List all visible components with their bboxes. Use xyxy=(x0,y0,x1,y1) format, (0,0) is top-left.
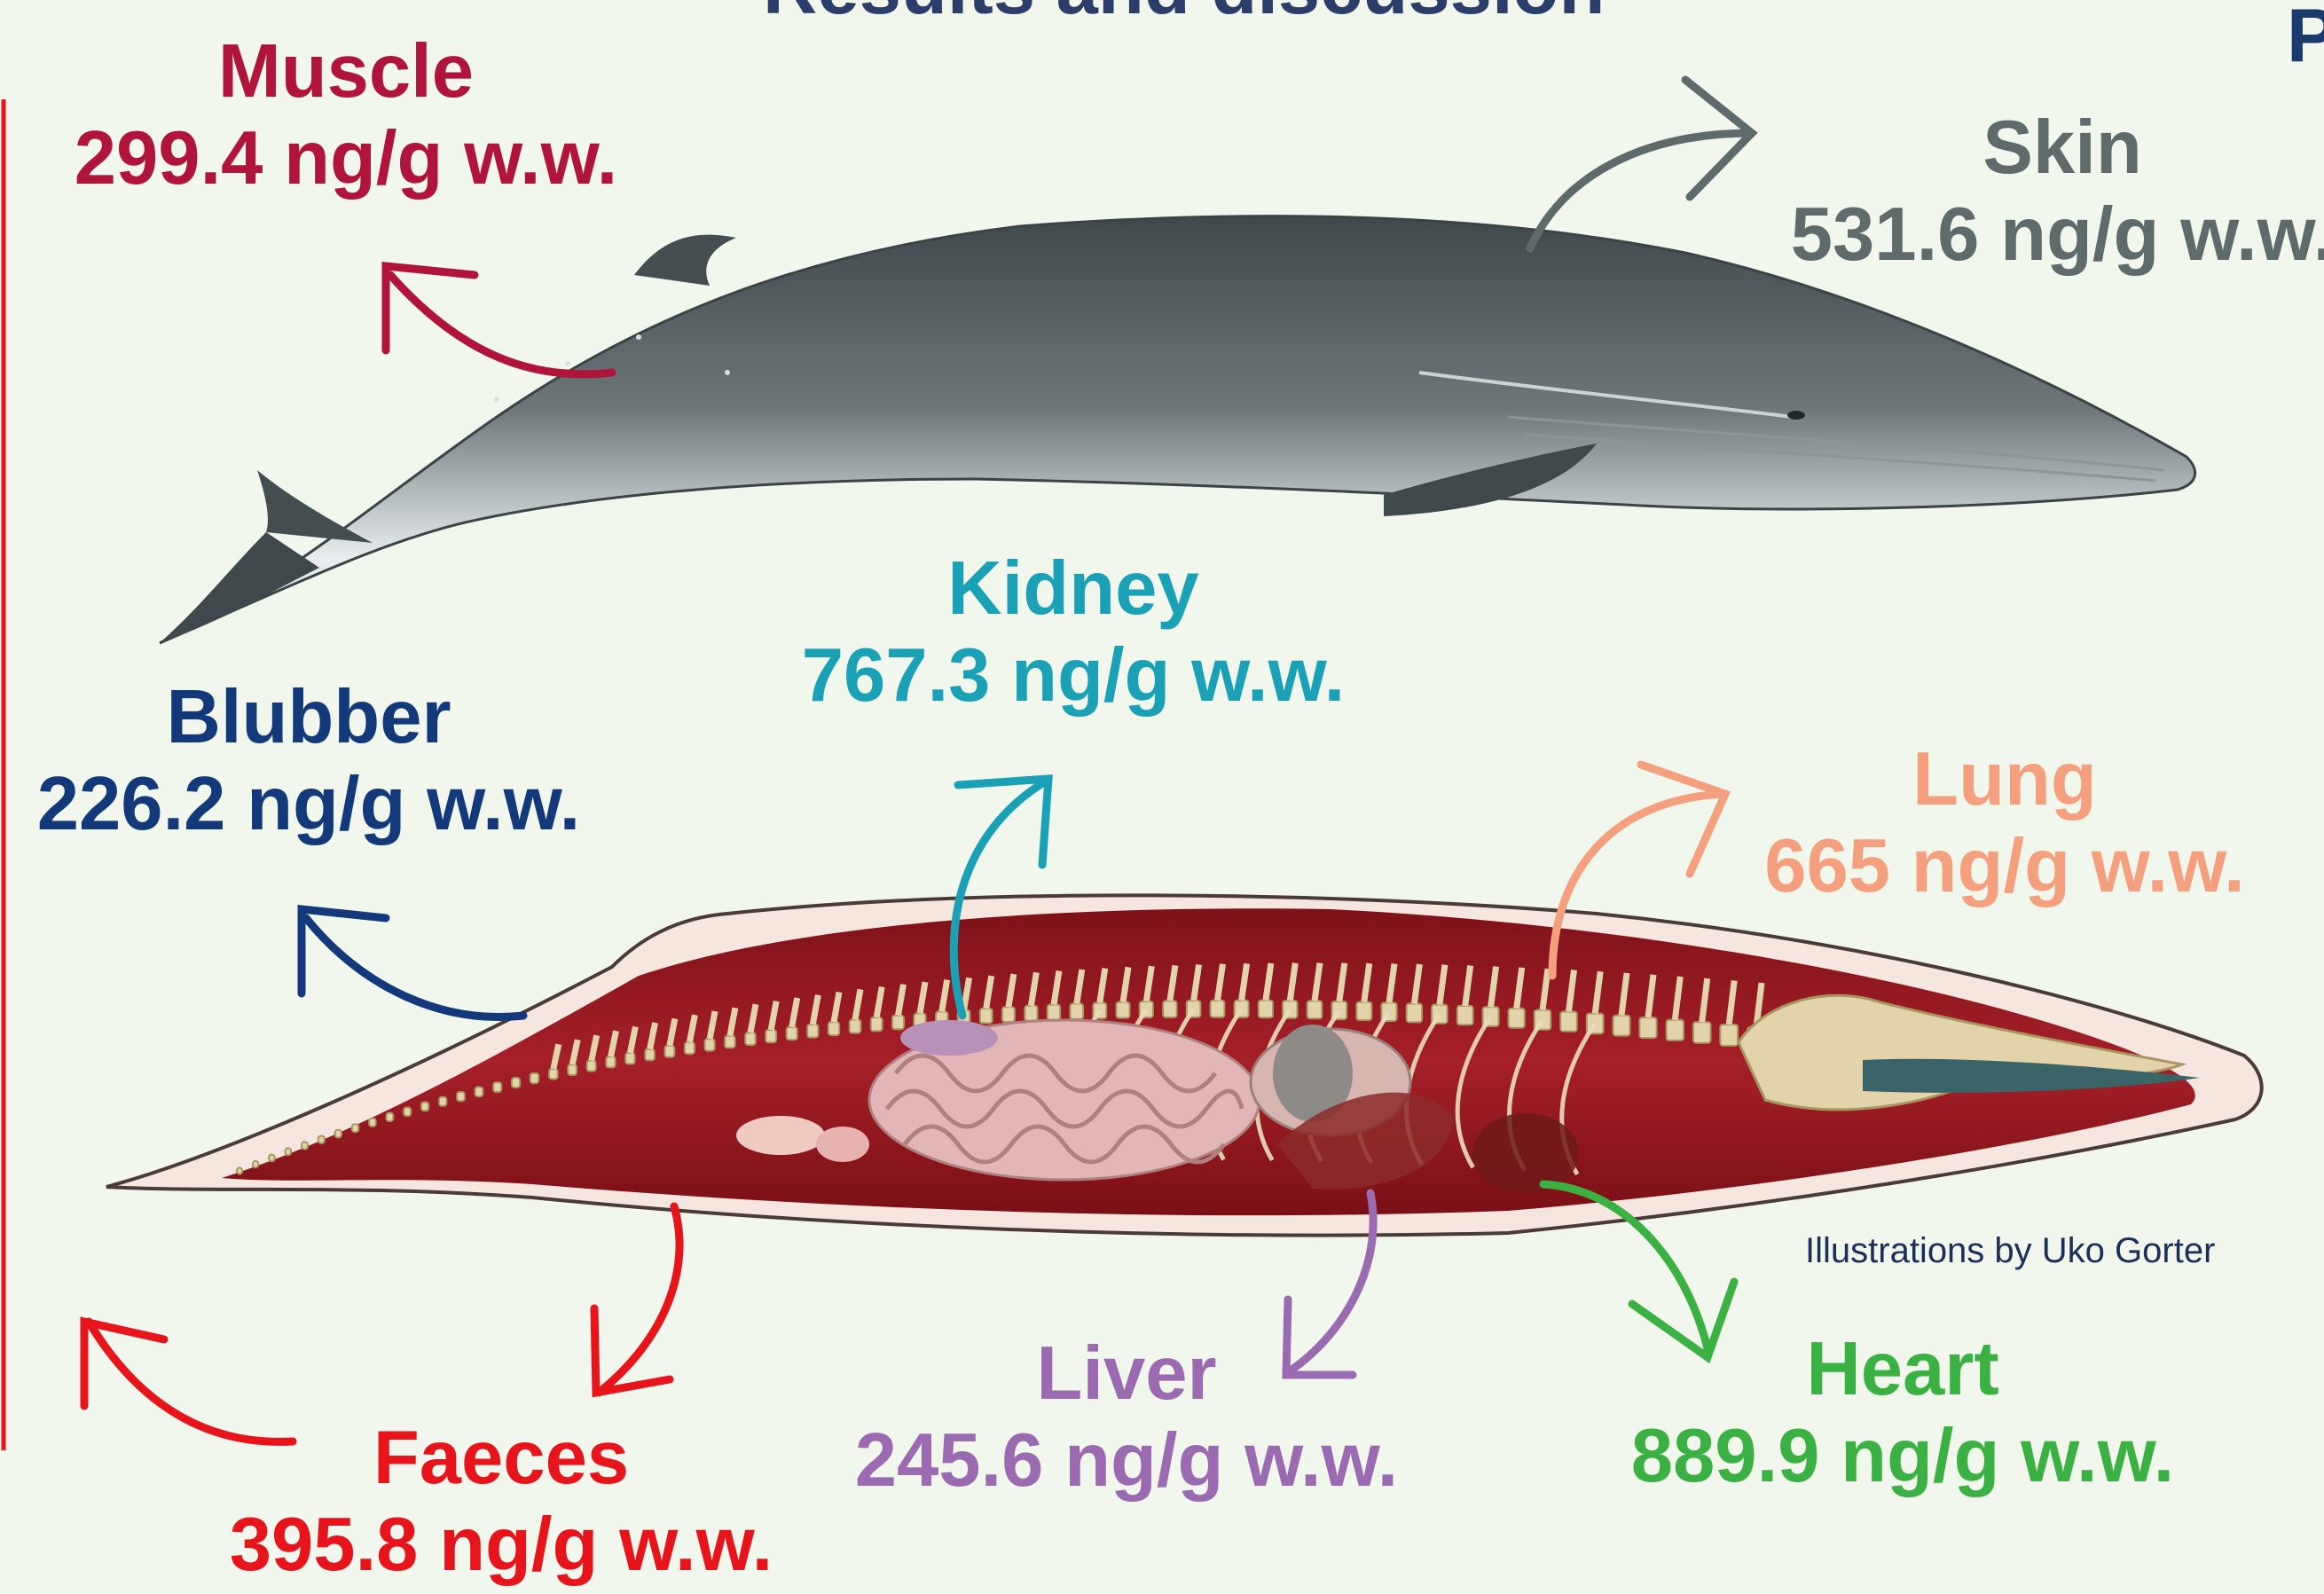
vertebra xyxy=(1509,1009,1525,1028)
liver-name: Liver xyxy=(843,1331,1410,1417)
vertebra xyxy=(1307,1001,1323,1018)
vertebra xyxy=(549,1069,558,1080)
vertebra xyxy=(1720,1025,1738,1046)
faeces-label: Faeces 395.8 ng/g w.w. xyxy=(217,1415,785,1589)
vertebra xyxy=(645,1049,655,1061)
faeces-value: 395.8 ng/g w.w. xyxy=(217,1502,785,1589)
vertebra xyxy=(269,1155,274,1162)
vertebra xyxy=(493,1082,501,1092)
vertebra xyxy=(352,1124,358,1132)
illustration-credit: Illustrations by Uko Gorter xyxy=(1805,1231,2215,1271)
vertebra xyxy=(705,1039,715,1050)
lung-label: Lung 665 ng/g w.w. xyxy=(1721,736,2289,910)
vertebra xyxy=(568,1064,577,1075)
vertebra xyxy=(1071,1003,1084,1019)
whale-anatomy xyxy=(106,895,2262,1235)
skin-name: Skin xyxy=(1778,105,2324,192)
vertebra xyxy=(253,1161,258,1167)
vertebra xyxy=(606,1056,615,1067)
vertebra xyxy=(439,1097,446,1106)
blubber-label: Blubber 226.2 ng/g w.w. xyxy=(25,674,593,848)
muscle-arrow xyxy=(386,266,612,374)
vertebra xyxy=(892,1016,904,1030)
kidney-name: Kidney xyxy=(789,546,1357,632)
vertebra xyxy=(1117,1002,1130,1018)
vertebra xyxy=(237,1167,242,1174)
heart-name: Heart xyxy=(1619,1326,2187,1413)
vertebra xyxy=(286,1148,292,1155)
vertebra xyxy=(1407,1004,1422,1023)
vertebra xyxy=(828,1022,839,1035)
skin-label: Skin 531.6 ng/g w.w. xyxy=(1778,105,2324,279)
vertebra xyxy=(1457,1006,1473,1025)
vertebra xyxy=(850,1020,861,1033)
kidney-label: Kidney 767.3 ng/g w.w. xyxy=(789,546,1357,719)
liver-value: 245.6 ng/g w.w. xyxy=(843,1417,1410,1504)
vertebra xyxy=(625,1053,634,1064)
vertebra xyxy=(457,1092,465,1101)
vertebra xyxy=(807,1025,818,1038)
vertebra xyxy=(1259,1001,1273,1017)
vertebra xyxy=(475,1088,483,1097)
vertebra xyxy=(725,1036,734,1048)
muscle-label: Muscle 299.4 ng/g w.w. xyxy=(62,28,630,202)
faeces-arrow xyxy=(594,1206,679,1393)
vertebra xyxy=(1693,1022,1711,1043)
vertebra xyxy=(318,1136,325,1143)
vertebra xyxy=(1163,1001,1176,1017)
blubber-value: 226.2 ng/g w.w. xyxy=(25,761,593,848)
faeces-name: Faeces xyxy=(217,1415,785,1502)
liver-label: Liver 245.6 ng/g w.w. xyxy=(843,1331,1410,1504)
lung-name: Lung xyxy=(1721,736,2289,823)
vertebra xyxy=(685,1042,695,1054)
vertebra xyxy=(512,1078,520,1088)
vertebra xyxy=(369,1119,376,1127)
vertebra xyxy=(665,1046,675,1057)
skin-arrow xyxy=(1530,80,1752,248)
vertebra xyxy=(1211,1001,1225,1017)
heart-organ xyxy=(1472,1113,1579,1193)
heart-label: Heart 889.9 ng/g w.w. xyxy=(1619,1326,2187,1500)
vertebra xyxy=(1560,1012,1577,1032)
blubber-arrow xyxy=(302,909,523,1017)
vertebra xyxy=(1667,1020,1684,1040)
vertebra xyxy=(787,1027,797,1040)
vertebra xyxy=(587,1061,596,1072)
vertebra xyxy=(980,1009,993,1024)
blubber-name: Blubber xyxy=(25,674,593,761)
vertebra xyxy=(1639,1017,1656,1038)
vertebra xyxy=(745,1033,756,1045)
vertebra xyxy=(404,1108,411,1117)
heart-value: 889.9 ng/g w.w. xyxy=(1619,1413,2187,1500)
muscle-value: 299.4 ng/g w.w. xyxy=(62,115,630,202)
vertebra xyxy=(766,1030,776,1042)
lung-value: 665 ng/g w.w. xyxy=(1721,823,2289,910)
vertebra xyxy=(1002,1007,1015,1022)
vertebra xyxy=(302,1142,308,1149)
vertebra xyxy=(421,1103,428,1111)
vertebra xyxy=(530,1073,538,1083)
vertebra xyxy=(1613,1016,1630,1036)
vertebra xyxy=(335,1130,342,1138)
kidney-value: 767.3 ng/g w.w. xyxy=(789,632,1357,719)
vertebra xyxy=(387,1113,394,1121)
muscle-name: Muscle xyxy=(62,28,630,115)
vertebra xyxy=(871,1017,883,1031)
skin-value: 531.6 ng/g w.w. xyxy=(1778,192,2324,279)
vertebra xyxy=(1025,1006,1037,1021)
vertebra xyxy=(1048,1005,1060,1020)
vertebra xyxy=(1356,1002,1371,1020)
kidney-organ xyxy=(900,1020,998,1056)
